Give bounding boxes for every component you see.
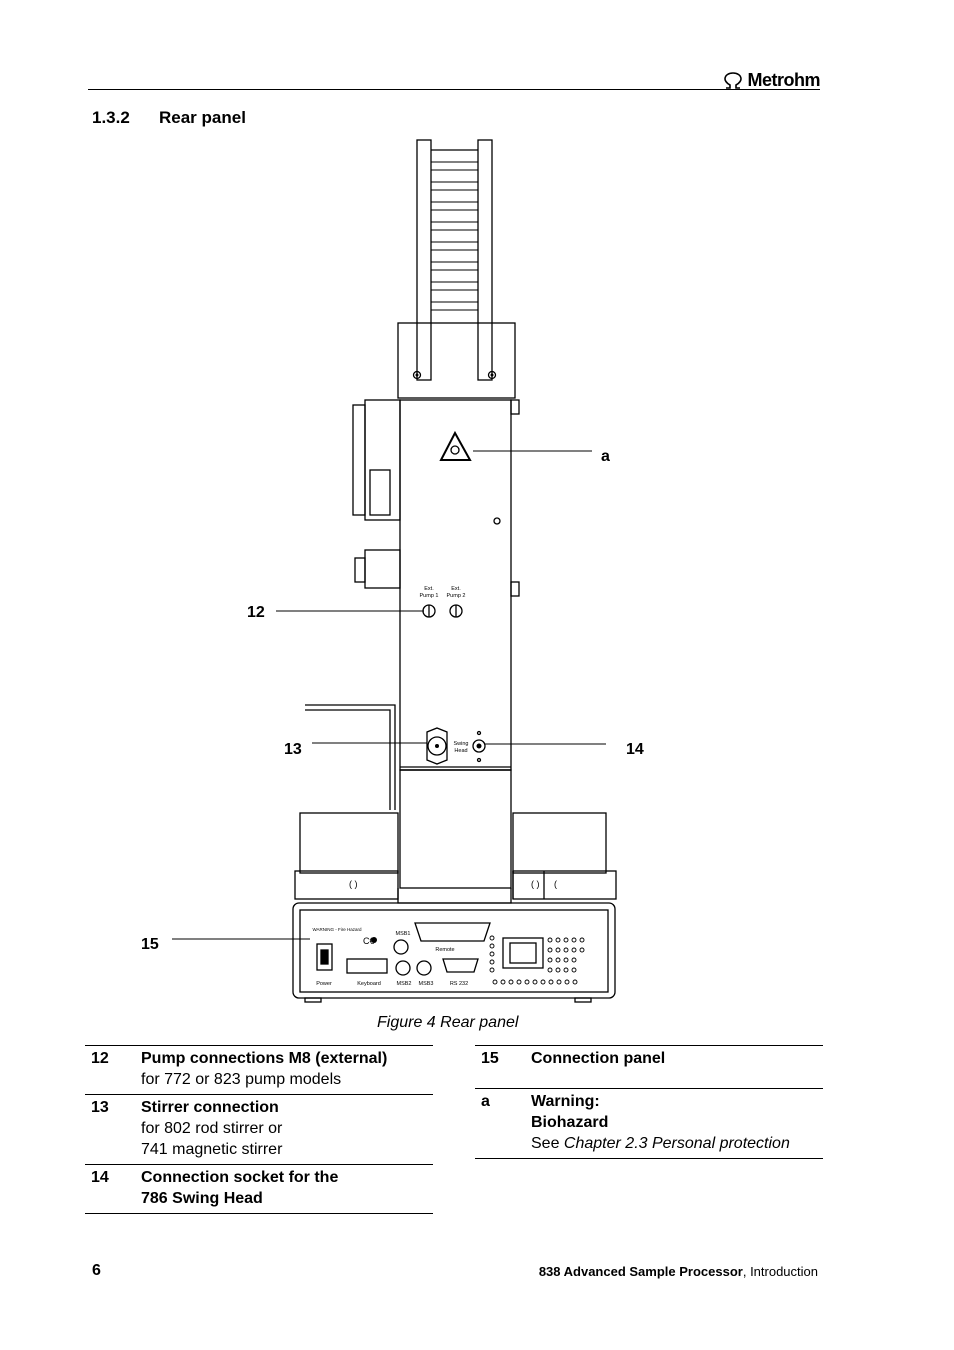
legend-item-13: 13 Stirrer connection for 802 rod stirre…	[85, 1095, 433, 1165]
footer-suffix: , Introduction	[742, 1264, 818, 1279]
legend-title-line2: Biohazard	[531, 1114, 609, 1131]
header-rule	[88, 89, 820, 90]
legend-item-12: 12 Pump connections M8 (external) for 77…	[85, 1046, 433, 1095]
section-number: 1.3.2	[92, 108, 130, 127]
callout-14: 14	[626, 741, 644, 758]
callout-15: 15	[141, 936, 159, 953]
svg-text:( ): ( )	[531, 879, 540, 889]
ext-pump2-label-b: Pump 2	[447, 593, 466, 599]
legend-item-15: 15 Connection panel	[475, 1046, 823, 1089]
rs232-label: RS 232	[450, 981, 468, 987]
swing-head-label-a: Swing	[454, 741, 469, 747]
legend-line: 741 magnetic stirrer	[141, 1141, 283, 1158]
brand-logo: Metrohm	[722, 70, 821, 91]
omega-icon	[723, 71, 742, 89]
legend-item-a: a Warning: Biohazard See Chapter 2.3 Per…	[475, 1089, 823, 1159]
msb3-label: MSB3	[419, 981, 434, 987]
chapter-reference: Chapter 2.3 Personal protection	[563, 1135, 790, 1152]
legend-title: Pump connections M8 (external)	[141, 1050, 388, 1067]
product-name: 838 Advanced Sample Processor	[538, 1264, 743, 1279]
legend-item-14: 14 Connection socket for the 786 Swing H…	[85, 1165, 433, 1214]
legend-key: a	[481, 1093, 490, 1110]
rear-panel-figure: ( ) ( ) ( C€ Ext. Pump 1 Ext. Pump 2 Swi…	[141, 139, 644, 1003]
ext-pump1-label-a: Ext.	[424, 586, 434, 592]
callout-13: 13	[284, 741, 302, 758]
legend-see-line: See Chapter 2.3 Personal protection	[531, 1133, 823, 1154]
page-number: 6	[92, 1262, 101, 1279]
legend-title: Warning:	[531, 1093, 600, 1110]
legend-key: 15	[481, 1050, 499, 1067]
remote-label: Remote	[435, 947, 454, 953]
ext-pump1-label-b: Pump 1	[420, 593, 439, 599]
svg-text:( ): ( )	[349, 879, 358, 889]
legend-key: 12	[91, 1050, 109, 1067]
power-label: Power	[316, 981, 332, 987]
msb2-label: MSB2	[397, 981, 412, 987]
legend-key: 13	[91, 1099, 109, 1116]
legend-key: 14	[91, 1169, 109, 1186]
legend-line: for 802 rod stirrer or	[141, 1120, 283, 1137]
legend-title: Connection panel	[531, 1050, 666, 1067]
svg-text:(: (	[554, 879, 557, 889]
ext-pump2-label-a: Ext.	[451, 586, 461, 592]
svg-text:C€: C€	[363, 936, 375, 946]
legend-left: 12 Pump connections M8 (external) for 77…	[85, 1045, 433, 1214]
legend-title: Stirrer connection	[141, 1099, 279, 1116]
keyboard-label: Keyboard	[357, 981, 381, 987]
see-text: See	[531, 1135, 564, 1152]
section-heading: 1.3.2 Rear panel	[92, 108, 246, 128]
footer-title: 838 Advanced Sample Processor, Introduct…	[539, 1264, 818, 1279]
msb1-label: MSB1	[396, 931, 411, 937]
swing-head-label-b: Head	[454, 748, 467, 754]
brand-name: Metrohm	[747, 70, 821, 90]
figure-caption: Figure 4 Rear panel	[377, 1014, 519, 1031]
legend-line: for 772 or 823 pump models	[141, 1071, 342, 1088]
legend-title: Connection socket for the	[141, 1169, 339, 1186]
legend-right: 15 Connection panel a Warning: Biohazard…	[475, 1045, 823, 1159]
section-title: Rear panel	[159, 108, 246, 127]
legend-title-line2: 786 Swing Head	[141, 1190, 263, 1207]
fire-hazard-warning: WARNING - Fire Hazard	[312, 927, 362, 932]
callout-12: 12	[247, 604, 265, 621]
callout-a: a	[601, 448, 610, 465]
